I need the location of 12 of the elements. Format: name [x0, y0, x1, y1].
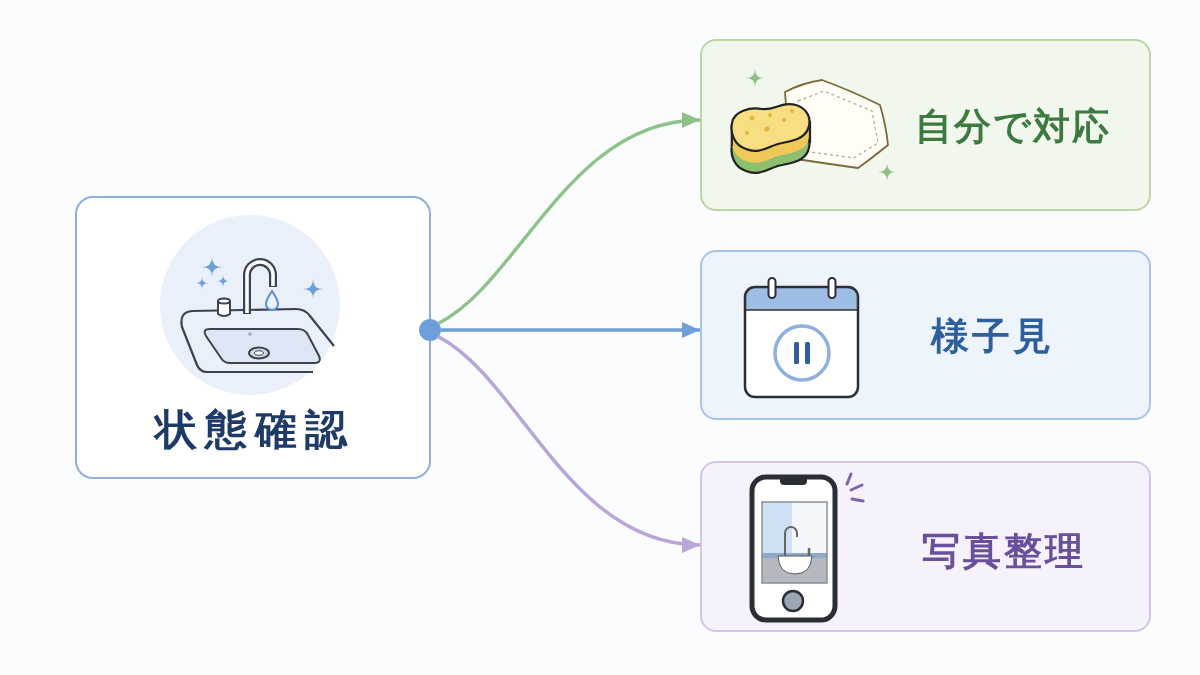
- rounded-box: [700, 250, 1151, 420]
- rounded-box: [75, 196, 431, 479]
- rounded-box: [700, 461, 1151, 632]
- junction-dot: [419, 319, 441, 341]
- node-label: 様子見: [929, 315, 1054, 359]
- rounded-box: [700, 39, 1151, 211]
- node-label: 自分で対応: [914, 105, 1111, 149]
- arrow: [437, 113, 701, 325]
- arrow: [437, 335, 701, 552]
- node-label: 写真整理: [920, 530, 1086, 574]
- arrow: [441, 322, 700, 338]
- node-label: 状態確認: [152, 405, 355, 455]
